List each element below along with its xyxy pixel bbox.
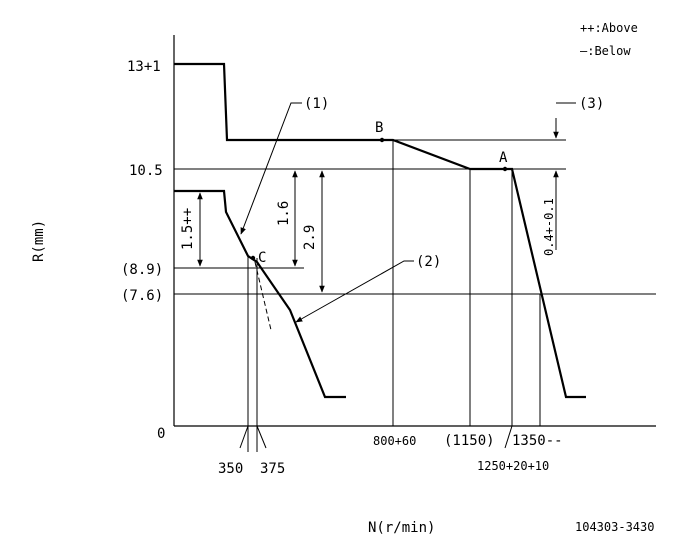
- dim-1-5-label: 1.5++: [180, 208, 196, 250]
- y-tick-7-6: (7.6): [121, 288, 163, 304]
- x-axis-title: N(r/min): [368, 520, 435, 536]
- x-tick-350: 350: [218, 461, 243, 477]
- point-a-label: A: [499, 150, 508, 166]
- legend-below: —:Below: [580, 44, 631, 58]
- dim-1-6-label: 1.6: [276, 201, 292, 226]
- point-c-label: C: [258, 250, 266, 266]
- callout-1-leader: [240, 102, 302, 235]
- callout-3-label: (3): [579, 96, 604, 112]
- y-axis-title: R(mm): [31, 220, 47, 262]
- x-tick-800: 800+60: [373, 434, 416, 448]
- x-tick-375: 375: [260, 461, 285, 477]
- x-tick-1250: 1250+20+10: [477, 459, 549, 473]
- tick-350-slant: [239, 425, 249, 449]
- dim-0-4-label: 0.4+-0.1: [542, 198, 556, 256]
- y-tick-10-5: 10.5: [129, 163, 163, 179]
- y-tick-8-9: (8.9): [121, 262, 163, 278]
- point-b-marker: [379, 137, 385, 143]
- curve-max-rack: [174, 62, 586, 399]
- point-b-label: B: [375, 120, 383, 136]
- dim-2-9-label: 2.9: [302, 225, 318, 250]
- callout-1-label: (1): [304, 96, 329, 112]
- origin-label: 0: [157, 426, 165, 442]
- callout-2-label: (2): [416, 254, 441, 270]
- dashed-guide: [254, 261, 272, 331]
- point-c-marker: [250, 255, 256, 261]
- x-tick-1350: 1350--: [512, 433, 563, 449]
- tick-375-slant: [256, 425, 267, 449]
- y-tick-13: 13+1: [127, 59, 161, 75]
- tick-1250-slant: [504, 425, 513, 449]
- x-tick-1150: (1150): [444, 433, 495, 449]
- legend-above: ++:Above: [580, 21, 638, 35]
- callout-2-leader: [295, 260, 414, 323]
- drawing-code: 104303-3430: [575, 520, 654, 534]
- point-a-marker: [502, 166, 508, 172]
